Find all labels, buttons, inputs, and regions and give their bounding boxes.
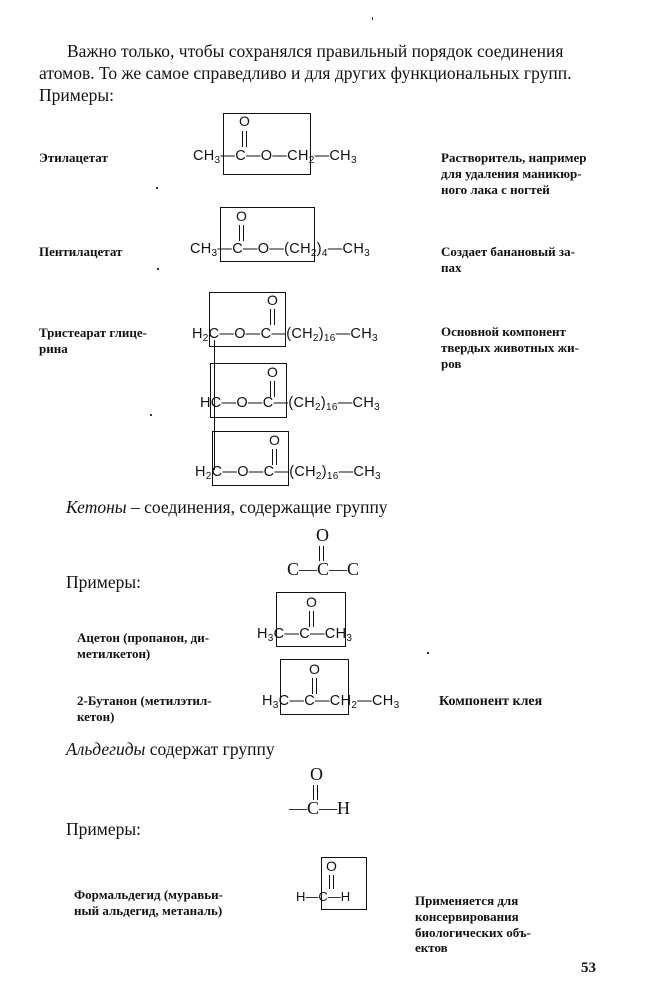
group-chain: C—C—C [287,559,360,579]
carbonyl-oxygen: O [267,364,278,380]
double-bond [319,546,324,561]
double-bond [313,785,318,800]
compound-name-formaldehyde-1: Формальдегид (муравьи- [74,887,223,902]
intro-line-3: Примеры: [39,85,114,105]
formula-row-2: HC—O—C—(CH2)16—CH3 [200,395,380,413]
note-butanone: Компонент клея [439,694,543,709]
note-formaldehyde-4: ектов [415,940,448,955]
carbonyl-group-box [276,592,346,647]
note-formaldehyde-3: биологических объ- [415,925,531,940]
aldehyde-group-box [321,857,367,910]
note-formaldehyde-1: Применяется для [415,893,519,908]
carbonyl-oxygen: O [316,525,329,545]
group-chain: —C—H [289,798,351,818]
intro-line-2: атомов. То же самое справедливо и для др… [39,63,572,83]
double-bond [270,381,275,397]
formula-text: H—C—H [296,889,351,904]
double-bond [329,875,334,889]
carbonyl-oxygen: O [267,292,278,308]
carbonyl-oxygen: O [310,764,323,784]
formula-row-3: H2C—O—C—(CH2)16—CH3 [195,464,381,482]
scan-speck [157,268,159,270]
page-number: 53 [581,960,596,976]
double-bond [270,309,275,325]
carbonyl-oxygen: O [236,208,247,224]
scan-speck [427,652,429,654]
functional-group-box [223,113,311,175]
note-tristearate-3: ров [441,356,462,371]
functional-group-box [220,207,315,262]
aldehydes-examples-label: Примеры: [66,819,141,839]
note-formaldehyde-2: консервирования [415,909,519,924]
ester-group-box-3 [212,431,289,486]
double-bond [309,611,314,627]
glycerol-backbone-bond [214,340,216,470]
formula-text: CH3—C—O—CH2—CH3 [193,148,357,166]
intro-line-1: Важно только, чтобы сохранялся правильны… [67,41,564,61]
compound-name-butanone-1: 2-Бутанон (метилэтил- [77,693,212,708]
formula-text: CH3—C—O—(CH2)4—CH3 [190,241,370,259]
carbonyl-oxygen: O [269,432,280,448]
note-pentyl-acetate-1: Создает банановый за- [441,244,575,259]
carbonyl-oxygen: O [309,661,320,677]
compound-name-tristearate-2: рина [39,341,68,356]
scan-speck [156,187,158,189]
formula-row-1: H2C—O—C—(CH2)16—CH3 [192,326,378,344]
formula-text: H3C—C—CH3 [257,626,353,644]
carbonyl-oxygen: O [326,858,337,874]
double-bond [312,678,317,694]
ester-group-box-2 [210,363,287,418]
carbonyl-oxygen: O [306,594,317,610]
carbonyl-oxygen: O [239,113,250,129]
note-tristearate-2: твердых животных жи- [441,340,579,355]
compound-name-acetone-2: метилкетон) [77,646,151,661]
ester-group-box-1 [209,292,286,347]
ketones-heading: Кетоны – соединения, содержащие группу [66,497,388,517]
compound-name-pentyl-acetate: Пентилацетат [39,244,123,259]
formula-text: H3C—C—CH2—CH3 [262,693,400,711]
note-pentyl-acetate-2: пах [441,260,462,275]
scan-speck [150,414,152,416]
note-ethyl-acetate-3: ного лака с ногтей [441,182,550,197]
compound-name-formaldehyde-2: ный альдегид, метаналь) [74,903,223,918]
double-bond [272,449,277,465]
aldehydes-heading: Альдегиды содержат группу [66,739,275,759]
note-ethyl-acetate-2: для удаления маникюр- [441,166,582,181]
ketones-examples-label: Примеры: [66,572,141,592]
compound-name-tristearate-1: Тристеарат глице- [39,325,147,340]
carbonyl-group-box [280,659,349,715]
compound-name-acetone-1: Ацетон (пропанон, ди- [77,630,210,645]
compound-name-ethyl-acetate: Этилацетат [39,150,108,165]
compound-name-butanone-2: кетон) [77,709,115,724]
double-bond [242,131,247,147]
double-bond [239,225,244,241]
note-tristearate-1: Основной компонент [441,324,566,339]
scan-speck [372,17,373,20]
note-ethyl-acetate-1: Растворитель, например [441,150,587,165]
